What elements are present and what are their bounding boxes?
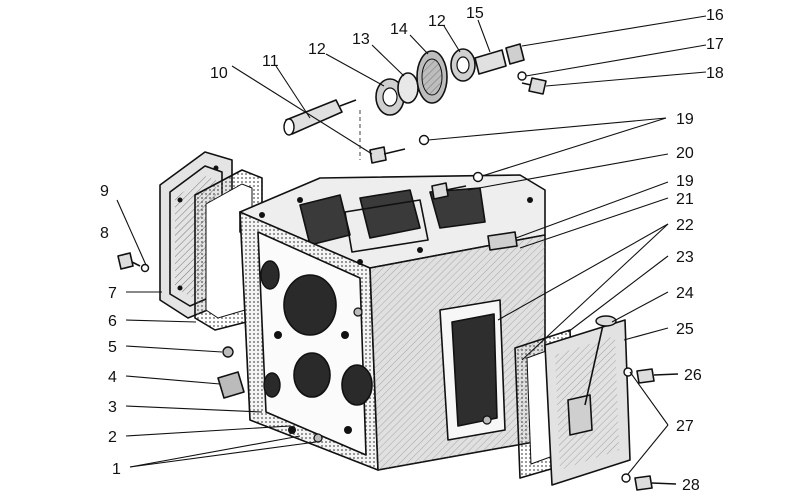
washer-17	[517, 71, 527, 81]
label-4: 4	[108, 369, 117, 386]
label-16: 16	[706, 7, 724, 24]
callout-labels: 1 2 3 4 5 6 7 8 9 10 11 12 13 14 12 15 1…	[100, 5, 724, 494]
label-1: 1	[112, 461, 121, 478]
bolt-28	[621, 473, 677, 491]
label-5: 5	[108, 339, 117, 356]
label-13: 13	[352, 31, 370, 48]
ring-13	[397, 72, 419, 104]
label-7: 7	[108, 285, 117, 302]
label-28: 28	[682, 477, 700, 494]
label-19-mid: 19	[676, 173, 694, 190]
dipstick	[584, 315, 617, 406]
label-17: 17	[706, 36, 724, 53]
label-24: 24	[676, 285, 694, 302]
bolt-20	[431, 182, 467, 200]
label-23: 23	[676, 249, 694, 266]
label-11: 11	[262, 53, 279, 70]
shaft-15	[474, 49, 507, 75]
label-3: 3	[108, 399, 117, 416]
label-12-right: 12	[428, 13, 446, 30]
label-9: 9	[100, 183, 109, 200]
label-22: 22	[676, 217, 694, 234]
right-side-cover	[544, 319, 631, 486]
label-12-left: 12	[308, 41, 326, 58]
label-10: 10	[210, 65, 228, 82]
bolt-8	[117, 252, 150, 273]
label-15: 15	[466, 5, 484, 22]
label-8: 8	[100, 225, 109, 242]
label-18: 18	[706, 65, 724, 82]
nut-16	[505, 43, 525, 65]
bearing-12-right	[450, 48, 476, 82]
gearbox-housing	[217, 174, 546, 471]
leader-lines	[116, 15, 707, 475]
bearing-12-left	[375, 78, 405, 116]
bolt-26	[623, 367, 679, 384]
label-26: 26	[684, 367, 702, 384]
label-20: 20	[676, 145, 694, 162]
label-6: 6	[108, 313, 117, 330]
gear-14	[416, 50, 448, 104]
label-27: 27	[676, 418, 694, 435]
label-14: 14	[390, 21, 408, 38]
label-21: 21	[676, 191, 694, 208]
washer-19-mid	[472, 171, 484, 183]
washer-19-top	[418, 134, 430, 146]
bolt-10	[369, 146, 406, 164]
bolt-18	[521, 77, 547, 95]
label-25: 25	[676, 321, 694, 338]
label-2: 2	[108, 429, 117, 446]
label-19-top: 19	[676, 111, 694, 128]
